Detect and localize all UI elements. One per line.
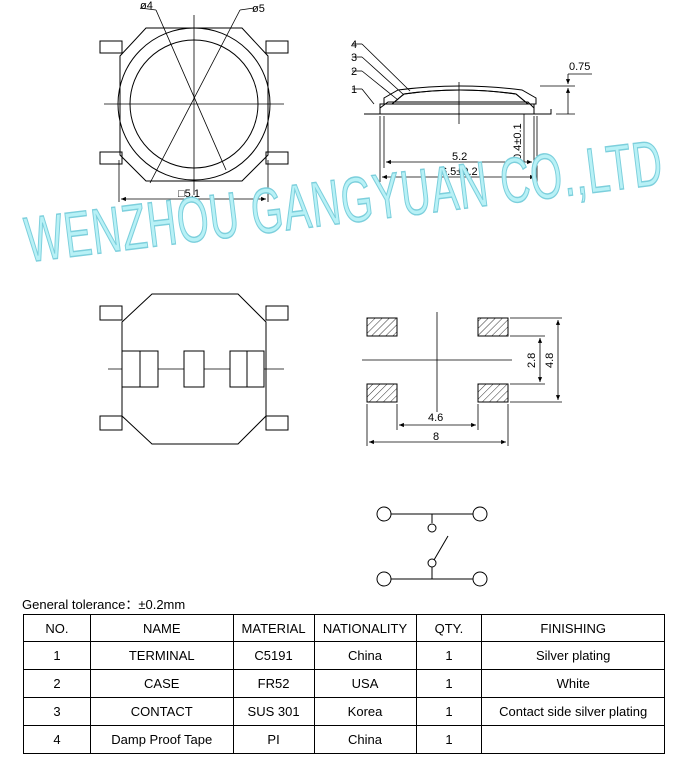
header-name: NAME bbox=[89, 614, 234, 642]
callout-1: 1 bbox=[351, 84, 357, 96]
header-qty: QTY. bbox=[415, 614, 483, 642]
table-row: 4 Damp Proof Tape PI China 1 bbox=[23, 725, 665, 754]
height-label: 0.75 bbox=[569, 61, 590, 73]
pad-layout: 4.6 8 2.8 4.8 bbox=[362, 312, 562, 446]
table-row: 2 CASE FR52 USA 1 White bbox=[23, 669, 665, 698]
cell-name: Damp Proof Tape bbox=[89, 725, 234, 754]
pad-outer-height-label: 4.8 bbox=[544, 353, 556, 368]
cell-name: CASE bbox=[89, 669, 234, 698]
cell-name: TERMINAL bbox=[89, 641, 234, 670]
cell-no: 2 bbox=[23, 669, 91, 698]
table-header-row: NO. NAME MATERIAL NATIONALITY QTY. FINIS… bbox=[23, 614, 665, 642]
height-dimension bbox=[540, 73, 592, 115]
side-view: 4 3 2 1 0.75 0.4±0.1 5.2 6.5±0.2 bbox=[351, 39, 592, 182]
cell-nationality: USA bbox=[313, 669, 417, 698]
cell-no: 1 bbox=[23, 641, 91, 670]
case-outline bbox=[119, 27, 269, 182]
callout-3: 3 bbox=[351, 52, 357, 64]
cell-qty: 1 bbox=[415, 641, 483, 670]
width-label: □5.1 bbox=[178, 188, 200, 200]
solder-pads bbox=[366, 317, 509, 403]
cell-material: C5191 bbox=[232, 641, 315, 670]
dia-outer-label: ø5 bbox=[252, 3, 265, 15]
cell-nationality: China bbox=[313, 725, 417, 754]
center-lines bbox=[104, 15, 284, 195]
cell-material: SUS 301 bbox=[232, 697, 315, 726]
cell-material: PI bbox=[232, 725, 315, 754]
outer-width-label: 6.5±0.2 bbox=[441, 166, 478, 178]
diameter-leaders bbox=[139, 7, 255, 184]
cell-nationality: China bbox=[313, 641, 417, 670]
table-row: 1 TERMINAL C5191 China 1 Silver plating bbox=[23, 641, 665, 670]
width-dimensions bbox=[379, 116, 538, 182]
header-no: NO. bbox=[23, 614, 91, 642]
cell-no: 4 bbox=[23, 725, 91, 754]
pad-inner-spacing-label: 4.6 bbox=[428, 412, 443, 424]
cell-finishing: Contact side silver plating bbox=[481, 697, 665, 726]
callout-4: 4 bbox=[351, 39, 357, 51]
travel-label: 0.4±0.1 bbox=[512, 123, 524, 160]
switch-schematic bbox=[376, 506, 488, 587]
terminal-leads bbox=[99, 40, 289, 165]
header-nationality: NATIONALITY bbox=[313, 614, 417, 642]
cell-nationality: Korea bbox=[313, 697, 417, 726]
cell-qty: 1 bbox=[415, 725, 483, 754]
width-dimension bbox=[118, 160, 269, 202]
cell-finishing: Silver plating bbox=[481, 641, 665, 670]
cell-finishing bbox=[481, 725, 665, 754]
pad-outer-spacing-label: 8 bbox=[433, 431, 439, 443]
bottom-contact-pads bbox=[121, 350, 265, 388]
table-row: 3 CONTACT SUS 301 Korea 1 Contact side s… bbox=[23, 697, 665, 726]
cell-finishing: White bbox=[481, 669, 665, 698]
cell-name: CONTACT bbox=[89, 697, 234, 726]
cell-qty: 1 bbox=[415, 669, 483, 698]
top-view: ø4 ø5 □5.1 bbox=[99, 0, 289, 202]
pad-inner-height-label: 2.8 bbox=[526, 353, 538, 368]
callout-leaders bbox=[352, 43, 411, 105]
cell-qty: 1 bbox=[415, 697, 483, 726]
header-material: MATERIAL bbox=[232, 614, 315, 642]
watermark-text: WENZHOU GANGYUAN CO.,LTD bbox=[21, 128, 667, 276]
dia-inner-label: ø4 bbox=[140, 0, 153, 12]
pad-center-lines bbox=[362, 312, 512, 412]
pad-vertical-dimensions bbox=[510, 317, 562, 403]
header-finishing: FINISHING bbox=[481, 614, 665, 642]
pad-horizontal-dimensions bbox=[366, 404, 509, 446]
cell-no: 3 bbox=[23, 697, 91, 726]
watermark: WENZHOU GANGYUAN CO.,LTD bbox=[21, 128, 668, 277]
bottom-view bbox=[99, 293, 289, 445]
bill-of-materials-table: NO. NAME MATERIAL NATIONALITY QTY. FINIS… bbox=[23, 614, 665, 754]
tape-layer bbox=[383, 85, 537, 105]
general-tolerance-note: General tolerance：±0.2mm bbox=[22, 597, 186, 612]
inner-width-label: 5.2 bbox=[452, 151, 467, 163]
base-block bbox=[379, 103, 535, 115]
bottom-terminal-leads bbox=[99, 305, 289, 431]
cell-material: FR52 bbox=[232, 669, 315, 698]
callout-2: 2 bbox=[351, 66, 357, 78]
